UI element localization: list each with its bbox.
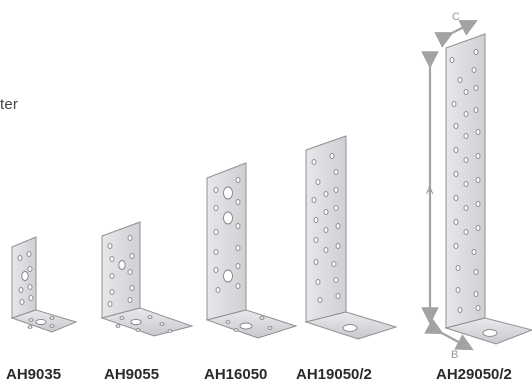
truncated-intro-text: ter (0, 96, 19, 113)
product-label-ah16050: AH16050 (204, 366, 268, 383)
dimension-arrow-c: C (434, 11, 478, 48)
bracket-ah29050-2 (444, 33, 532, 345)
dimension-label-b: B (451, 349, 458, 361)
bracket-ah16050 (205, 162, 298, 339)
product-label-ah19050-2: AH19050/2 (296, 366, 372, 383)
product-label-ah9055: AH9055 (104, 366, 160, 383)
dimension-arrow-a: A (421, 51, 439, 325)
bracket-ah9035 (10, 236, 78, 333)
dimension-arrow-b: B (424, 318, 474, 361)
dimension-label-c: C (452, 11, 460, 23)
product-label-ah9035: AH9035 (6, 366, 62, 383)
bracket-ah19050-2 (304, 135, 398, 340)
product-label-ah29050-2: AH29050/2 (436, 366, 512, 383)
dimension-label-a: A (426, 185, 434, 197)
bracket-ah9055 (100, 221, 194, 337)
